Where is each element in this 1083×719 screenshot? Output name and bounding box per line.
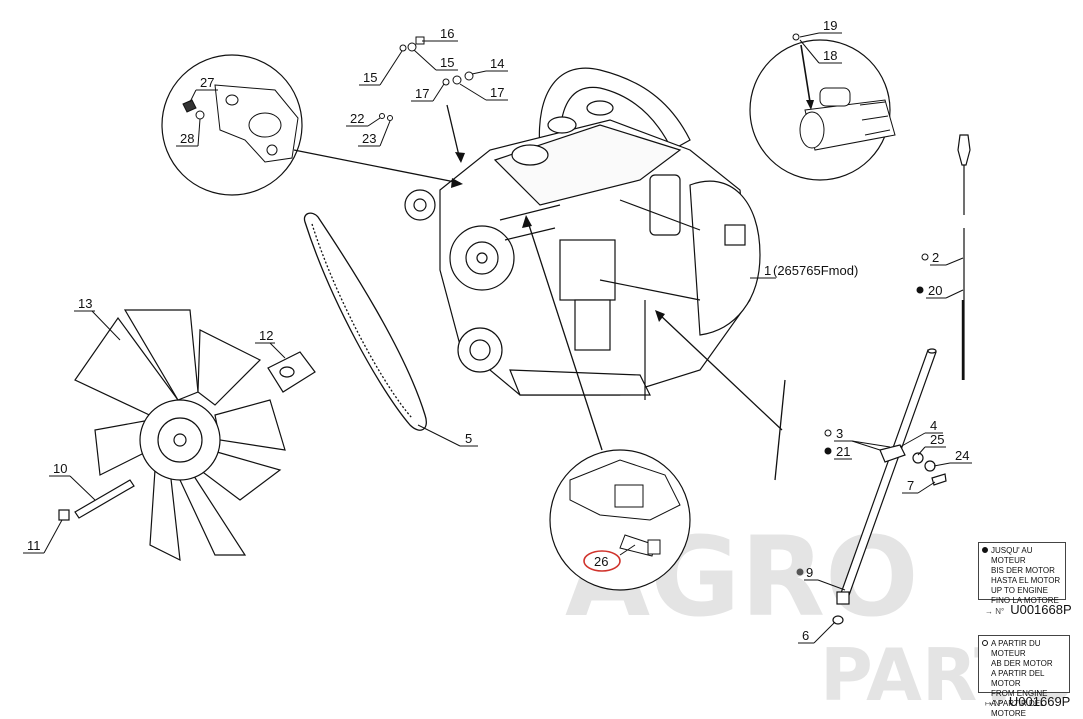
svg-text:15: 15 <box>440 55 454 70</box>
callout-28: 28 <box>176 118 201 147</box>
callout-3: 3 <box>824 426 891 448</box>
callout-9: 9 <box>796 565 846 591</box>
callout-23: 23 <box>358 120 391 147</box>
legend-until-line-1: JUSQU' AU MOTEUR <box>991 546 1033 565</box>
svg-text:17: 17 <box>490 85 504 100</box>
callout-11: 11 <box>23 519 63 554</box>
callout-16: 16 <box>422 26 458 42</box>
svg-text:2: 2 <box>932 250 939 265</box>
detail-inset-sensor <box>549 449 691 591</box>
highlight-ring <box>583 550 621 572</box>
svg-text:27: 27 <box>200 75 214 90</box>
serial-until-number: U001668P <box>1010 602 1072 617</box>
legend-until-line-3: HASTA EL MOTOR <box>991 576 1061 585</box>
svg-text:28: 28 <box>180 131 194 146</box>
svg-text:24: 24 <box>955 448 969 463</box>
svg-text:11: 11 <box>27 538 41 553</box>
callout-10: 10 <box>49 461 96 501</box>
hardware-parts <box>379 36 474 121</box>
callout-26: 26 <box>583 544 636 572</box>
svg-text:15: 15 <box>363 70 377 85</box>
legend-until-line-2: BIS DER MOTOR <box>991 566 1055 575</box>
callout-24: 24 <box>933 448 972 467</box>
callout-4: 4 <box>899 418 943 448</box>
svg-text:16: 16 <box>440 26 454 41</box>
legend-from-line-2: AB DER MOTOR <box>991 659 1053 668</box>
svg-text:17: 17 <box>415 86 429 101</box>
svg-text:26: 26 <box>594 554 608 569</box>
fan-spacer <box>267 351 316 393</box>
callout-6: 6 <box>798 621 836 644</box>
svg-text:12: 12 <box>259 328 273 343</box>
svg-text:4: 4 <box>930 418 937 433</box>
callout-17a: 17 <box>411 83 445 102</box>
callout-1-reference: (265765Fmod) <box>773 263 858 278</box>
svg-text:6: 6 <box>802 628 809 643</box>
filled-dot-icon <box>982 547 988 553</box>
legend-until-line-4: UP TO ENGINE <box>991 586 1048 595</box>
callout-14: 14 <box>471 56 508 75</box>
leader-lines <box>293 104 786 481</box>
callout-7: 7 <box>902 478 936 494</box>
svg-text:19: 19 <box>823 18 837 33</box>
svg-text:18: 18 <box>823 48 837 63</box>
svg-text:3: 3 <box>836 426 843 441</box>
fan-bolt <box>58 479 135 521</box>
callout-5: 5 <box>417 424 478 447</box>
legend-from-line-3: A PARTIR DEL MOTOR <box>991 669 1045 688</box>
detail-inset-starter <box>749 33 896 181</box>
callout-13: 13 <box>74 296 121 341</box>
svg-text:22: 22 <box>350 111 364 126</box>
svg-text:7: 7 <box>907 478 914 493</box>
dipstick <box>957 134 971 380</box>
callout-15b: 15 <box>359 50 403 86</box>
svg-text:20: 20 <box>928 283 942 298</box>
svg-text:10: 10 <box>53 461 67 476</box>
legend-from-engine: A PARTIR DU MOTEUR AB DER MOTOR A PARTIR… <box>978 635 1070 718</box>
serial-from-prefix: ↦ N° <box>985 699 1003 708</box>
svg-text:14: 14 <box>490 56 504 71</box>
callout-12: 12 <box>255 328 286 359</box>
svg-text:1: 1 <box>764 263 771 278</box>
hollow-dot-icon <box>982 640 988 646</box>
serial-from: ↦ N° U001669P <box>985 694 1070 709</box>
svg-text:5: 5 <box>465 431 472 446</box>
callouts: 1(265765Fmod) 2 20 3 21 4 25 24 7 9 6 5 … <box>23 18 972 644</box>
callout-15a: 15 <box>413 49 458 71</box>
detail-inset-thermostat <box>161 54 303 196</box>
callout-22: 22 <box>346 111 381 127</box>
callout-19: 19 <box>799 18 842 38</box>
svg-text:21: 21 <box>836 444 850 459</box>
leader-arrowheads <box>451 152 665 322</box>
serial-from-number: U001669P <box>1008 694 1071 709</box>
svg-text:23: 23 <box>362 131 376 146</box>
callout-25: 25 <box>917 432 946 456</box>
v-belt <box>303 212 427 431</box>
legend-from-line-5: A PARTIR DEL MOTORE <box>991 699 1045 718</box>
fan <box>74 309 286 562</box>
legend-until-engine: JUSQU' AU MOTEUR BIS DER MOTOR HASTA EL … <box>978 542 1066 605</box>
legend-from-line-4: FROM ENGINE <box>991 689 1048 698</box>
callout-27: 27 <box>189 75 218 103</box>
svg-text:9: 9 <box>806 565 813 580</box>
serial-until-prefix: → N° <box>985 607 1005 616</box>
callout-17b: 17 <box>459 83 508 101</box>
callout-18: 18 <box>799 39 842 64</box>
callout-1: 1(265765Fmod) <box>750 263 858 279</box>
svg-text:13: 13 <box>78 296 92 311</box>
svg-text:25: 25 <box>930 432 944 447</box>
serial-until: → N° U001668P <box>985 602 1072 617</box>
callout-21: 21 <box>824 440 881 460</box>
callout-20: 20 <box>916 283 964 299</box>
legend-until-line-5: FINO LA MOTORE <box>991 596 1059 605</box>
dipstick-tube <box>832 348 947 625</box>
legend-from-line-1: A PARTIR DU MOTEUR <box>991 639 1041 658</box>
engine-assembly <box>404 67 761 400</box>
callout-2: 2 <box>921 250 964 266</box>
